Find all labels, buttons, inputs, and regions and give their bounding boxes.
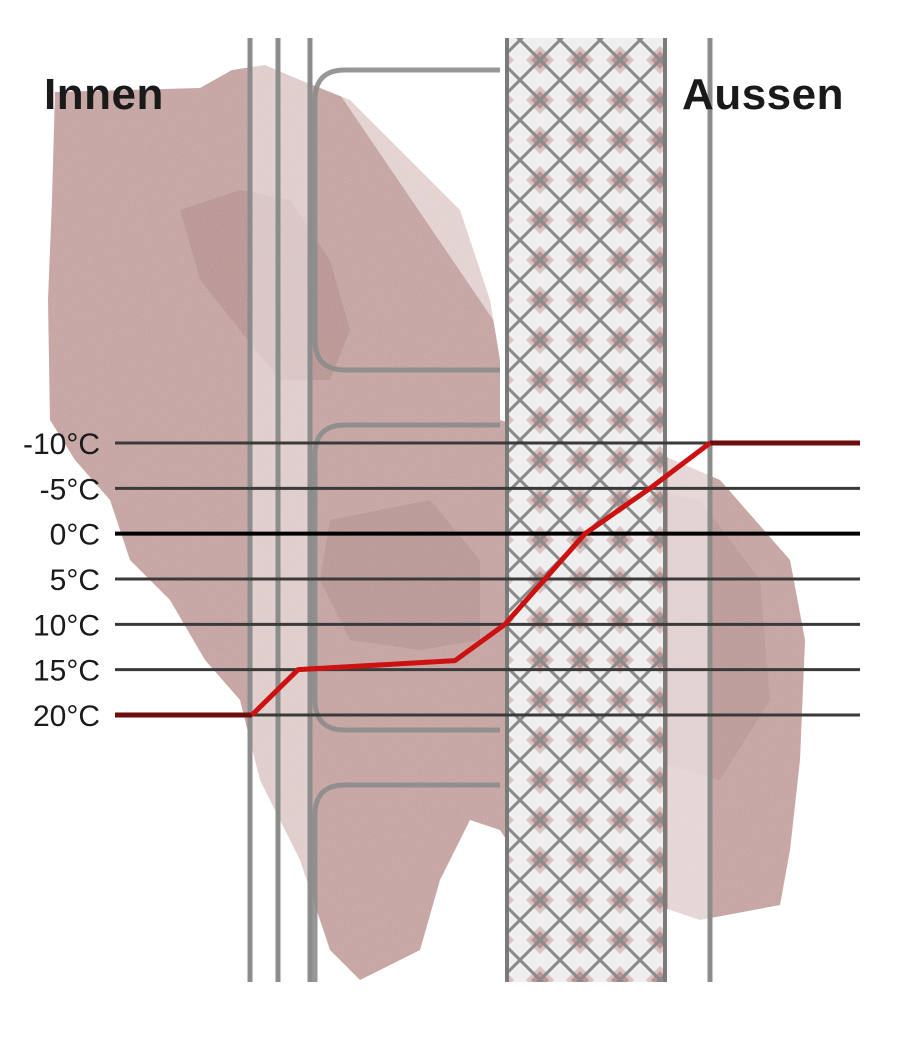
- inside-label: Innen: [44, 70, 164, 119]
- temperature-tick-label: 15°C: [33, 655, 100, 688]
- layer-boundaries: [247, 38, 713, 982]
- temperature-scale-labels: -10°C -5°C 0°C 5°C 10°C 15°C 20°C: [23, 428, 100, 733]
- temperature-profile: [115, 440, 860, 718]
- temperature-tick-label: 0°C: [50, 519, 100, 552]
- profile-through-wall: [250, 441, 712, 717]
- temperature-tick-label: -5°C: [40, 473, 100, 506]
- insulation-layer: [505, 38, 667, 982]
- temperature-tick-label: 5°C: [50, 564, 100, 597]
- temperature-tick-label: -10°C: [23, 428, 100, 461]
- temperature-tick-label: 10°C: [33, 609, 100, 642]
- temperature-tick-label: 20°C: [33, 700, 100, 733]
- glass-reflection: [330, 80, 500, 330]
- outside-label: Aussen: [682, 70, 844, 119]
- outer-render-layer: [668, 38, 710, 982]
